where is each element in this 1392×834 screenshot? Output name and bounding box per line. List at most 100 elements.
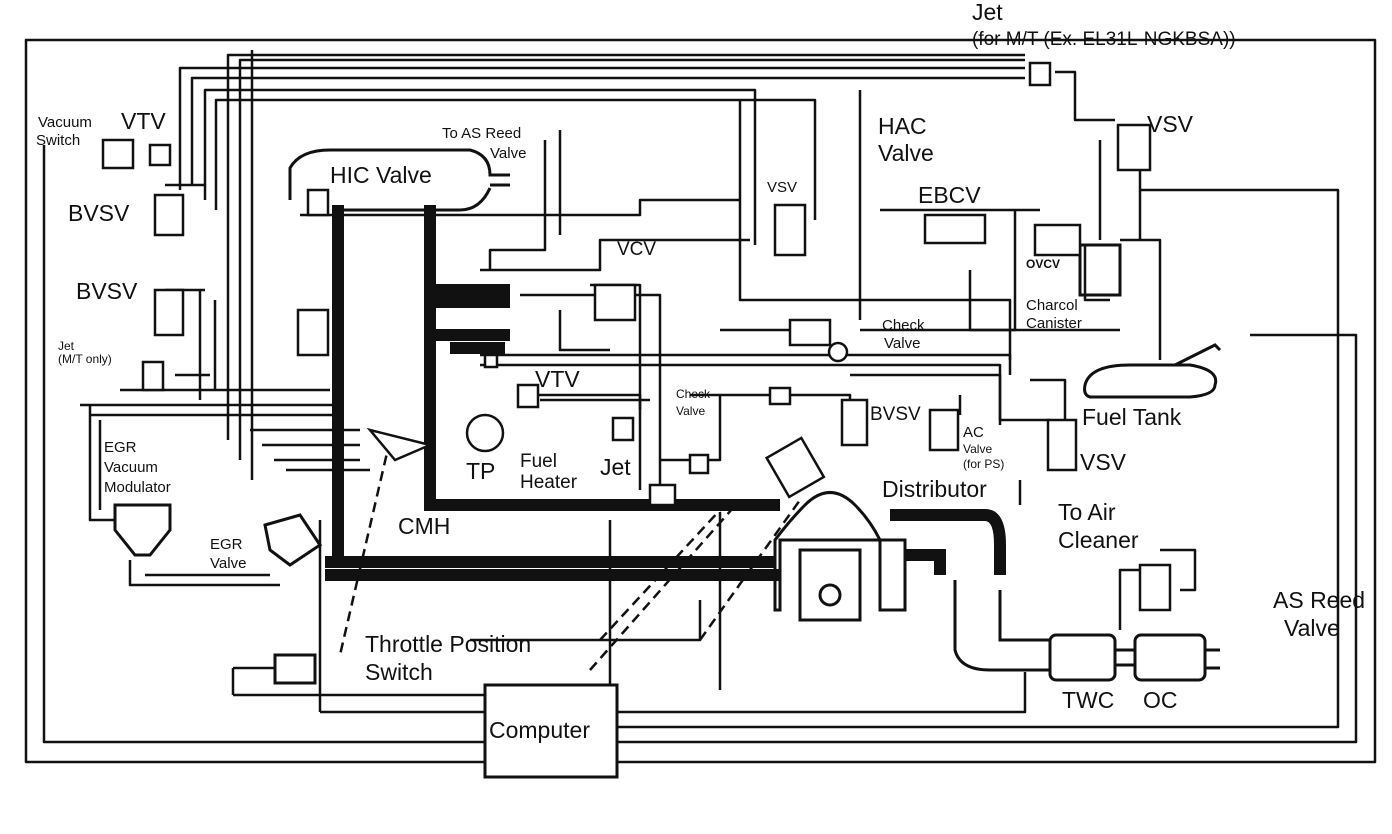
label-bvsv-1: BVSV (68, 200, 130, 226)
wire-loop-7 (231, 666, 485, 697)
label-check-valve-mid-2: Valve (676, 404, 706, 418)
hac-valve-shape (788, 318, 832, 347)
exhaust-pipe (953, 580, 1050, 672)
hose-mid-6 (558, 310, 610, 352)
hose-mid-16 (1083, 245, 1110, 302)
hose-left-10 (250, 428, 370, 472)
vcv-shape (593, 283, 637, 322)
computer-box (483, 683, 619, 779)
jet-mid-shape (611, 416, 635, 442)
label-twc: TWC (1062, 687, 1115, 713)
ovcv-shape (1033, 223, 1082, 257)
label-jet-mt: Jet (58, 339, 75, 353)
hose-mid-20 (850, 373, 1002, 425)
fuel-tank-shape (1083, 363, 1218, 399)
label-hic-valve: HIC Valve (330, 162, 432, 188)
fuel-filler-neck (1174, 343, 1222, 367)
bvsv-1-shape (153, 193, 185, 237)
label-ac-2: Valve (963, 442, 993, 456)
label-check-valve-right-2: Valve (884, 335, 921, 352)
distributor-shape (764, 436, 826, 499)
hose-mid-15 (968, 270, 1120, 332)
hose-top-1 (178, 66, 1025, 190)
hose-airpath-2 (1118, 568, 1140, 630)
label-cmh: CMH (398, 513, 451, 539)
hose-top-5 (214, 98, 817, 220)
wire-loop-5 (617, 672, 1027, 714)
label-egr-vac-2: Vacuum (104, 459, 158, 476)
wire-cmh-dashed (589, 499, 741, 671)
cmh-shape (648, 483, 677, 507)
tp-shape (465, 413, 505, 453)
pipe-exhaust-2 (905, 549, 946, 575)
component-left-mid (296, 308, 330, 357)
hic-valve-body (288, 148, 510, 212)
hose-top-12 (488, 140, 547, 270)
label-egr-valve-2: Valve (210, 555, 247, 572)
label-charcoal-2: Canister (1026, 315, 1082, 332)
hose-left-1 (88, 405, 115, 522)
engine-cylinder-head (773, 491, 907, 612)
label-distributor: Distributor (882, 476, 987, 502)
throttle-lever-shape (366, 427, 434, 462)
vsv-mid-shape (773, 203, 807, 257)
wire-loop-3 (617, 333, 1358, 744)
label-fuel-tank: Fuel Tank (1082, 404, 1182, 430)
engine-crank (818, 583, 842, 607)
as-reed-valve-shape (1138, 563, 1172, 612)
hose-top-6 (226, 53, 1025, 440)
engine-piston (798, 548, 862, 622)
label-to-air-2: Cleaner (1058, 527, 1139, 553)
hic-valve-port (306, 188, 330, 217)
hose-mid-21 (1030, 378, 1067, 425)
pipe-exhaust-right (890, 509, 1006, 575)
check-valve-mid-shape (768, 386, 792, 406)
label-ac-3: (for PS) (963, 457, 1005, 471)
jet-mt-shape (141, 360, 165, 392)
hose-airpath (1160, 548, 1197, 592)
check-valve-right-shape (827, 341, 849, 363)
label-to-air-1: To Air (1058, 499, 1116, 525)
label-jet-top-note: (for M/T (Ex. EL31L-NGKBSA)) (972, 29, 1236, 50)
label-jet-mt-2: (M/T only) (58, 352, 112, 366)
label-charcoal-1: Charcol (1026, 297, 1078, 314)
label-hac-2: Valve (878, 140, 934, 166)
label-to-as-reed: To AS Reed (442, 125, 522, 142)
twc-converter (1048, 633, 1117, 682)
label-ovcv: OVCV (1026, 257, 1061, 271)
jet-top-shape (1028, 61, 1052, 87)
wire-center (470, 600, 702, 642)
label-vacuum-switch: Vacuum (38, 114, 92, 131)
bvsv-2-shape (153, 288, 185, 337)
vsv-right-shape (1116, 123, 1152, 172)
label-fuel-heater-2: Heater (520, 472, 578, 493)
label-ac-1: AC (963, 424, 984, 441)
label-vcv: VCV (617, 239, 657, 260)
throttle-switch-body (273, 653, 317, 685)
hose-mid-5 (520, 293, 662, 485)
label-oc: OC (1143, 687, 1178, 713)
oc-converter (1133, 633, 1207, 682)
hose-mid-13 (860, 208, 1040, 332)
egr-valve-shape (263, 513, 323, 567)
label-computer: Computer (489, 717, 590, 743)
hose-mid-11 (660, 395, 722, 462)
label-throttle-2: Switch (365, 659, 433, 685)
label-egr-vac-3: Modulator (104, 479, 171, 496)
fuel-heater-shape (483, 353, 499, 369)
bvsv-3-shape (840, 398, 869, 447)
wire-tp-dashed (338, 439, 392, 656)
ebcv-shape (923, 213, 987, 245)
label-vtv-mid: VTV (535, 366, 580, 392)
hose-mid-1 (480, 238, 750, 272)
pipe-block-1 (430, 284, 510, 354)
check-valve-jet-shape (688, 453, 710, 475)
label-egr-vac-1: EGR (104, 439, 137, 456)
label-vacuum-switch-2: Switch (36, 132, 81, 149)
charcoal-canister-shape (1078, 243, 1122, 297)
label-check-valve-mid: Check (676, 387, 711, 401)
label-throttle-1: Throttle Position (365, 631, 532, 657)
hose-mid-7 (530, 393, 642, 410)
label-tp: TP (466, 458, 496, 484)
